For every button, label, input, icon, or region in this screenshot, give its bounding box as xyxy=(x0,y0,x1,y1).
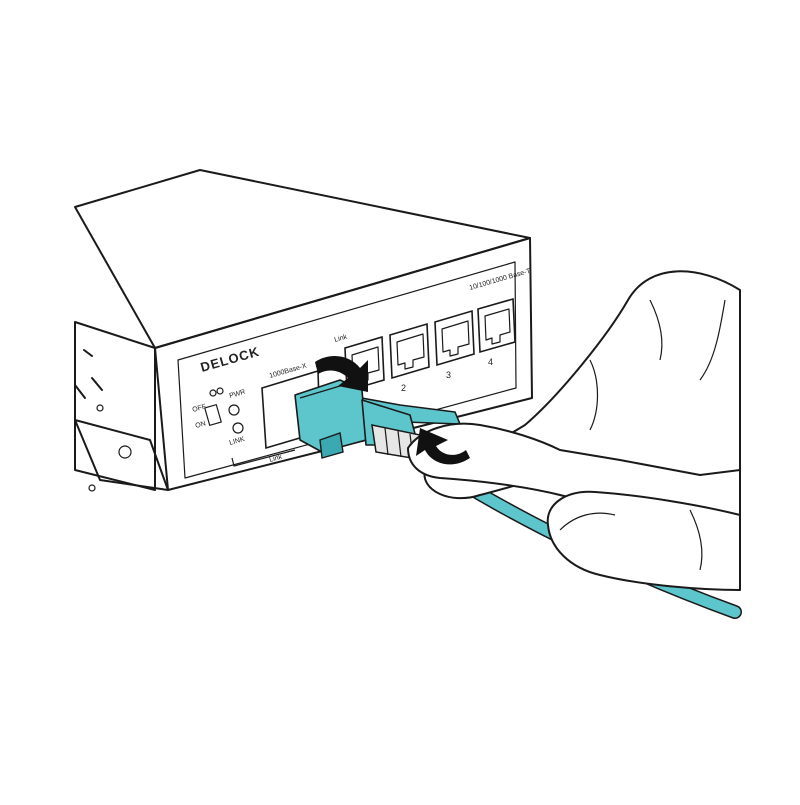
pwr-led xyxy=(228,404,240,416)
power-switch: OFF ON xyxy=(192,403,222,430)
port-number-4: 4 xyxy=(488,357,493,367)
port-number-2: 2 xyxy=(401,383,406,393)
switch-off-label: OFF xyxy=(192,403,207,414)
rj45-port-4 xyxy=(477,297,516,354)
status-leds: PWR LINK xyxy=(209,387,247,447)
hand-fingers xyxy=(407,299,741,591)
rj45-port-3 xyxy=(434,309,475,367)
network-switch xyxy=(74,169,533,492)
rj45-port-2 xyxy=(389,322,430,380)
link-led xyxy=(232,422,244,434)
press-arrow-icon xyxy=(416,428,470,465)
sfp-link-label: Link xyxy=(269,454,284,464)
brand-logo: DELOCK xyxy=(199,344,262,375)
push-arrow-icon xyxy=(315,356,368,392)
rj45-ports: 10/100/1000 Base-T Link 1 2 3 4 xyxy=(334,268,533,406)
link-led-label: LINK xyxy=(229,436,246,447)
pwr-label: PWR xyxy=(229,389,247,400)
rj45-link-label: Link xyxy=(334,334,349,344)
rj45-type-label: 10/100/1000 Base-T xyxy=(469,268,533,292)
port-number-3: 3 xyxy=(446,370,451,380)
switch-on-label: ON xyxy=(195,420,207,430)
